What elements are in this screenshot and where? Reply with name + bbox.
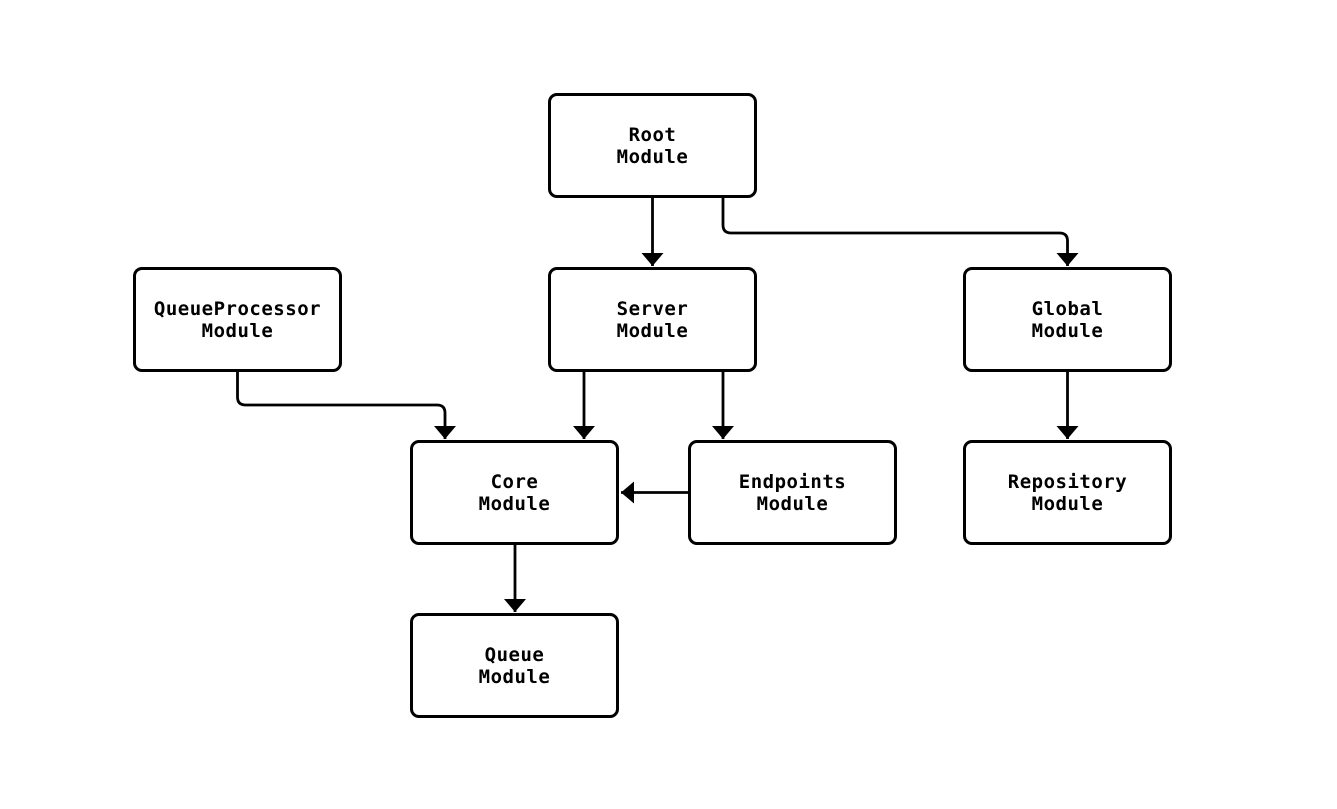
node-queueprocessor-module: QueueProcessor Module [133,267,342,372]
node-server-module-label: Server Module [616,297,689,342]
node-endpoints-module: Endpoints Module [688,440,897,545]
node-server-module: Server Module [548,267,757,372]
node-repository-module: Repository Module [963,440,1172,545]
node-root-module: Root Module [548,93,757,198]
edge-root-to-global [721,198,1079,266]
node-queue-module: Queue Module [410,613,619,718]
node-global-module-label: Global Module [1031,297,1104,342]
node-core-module-label: Core Module [478,470,551,515]
node-endpoints-module-label: Endpoints Module [738,470,847,515]
node-queueprocessor-module-label: QueueProcessor Module [153,297,322,342]
node-queue-module-label: Queue Module [478,643,551,688]
node-global-module: Global Module [963,267,1172,372]
node-root-module-label: Root Module [616,123,689,168]
edge-queueprocessor-to-core [236,372,456,439]
node-core-module: Core Module [410,440,619,545]
node-repository-module-label: Repository Module [1007,470,1128,515]
